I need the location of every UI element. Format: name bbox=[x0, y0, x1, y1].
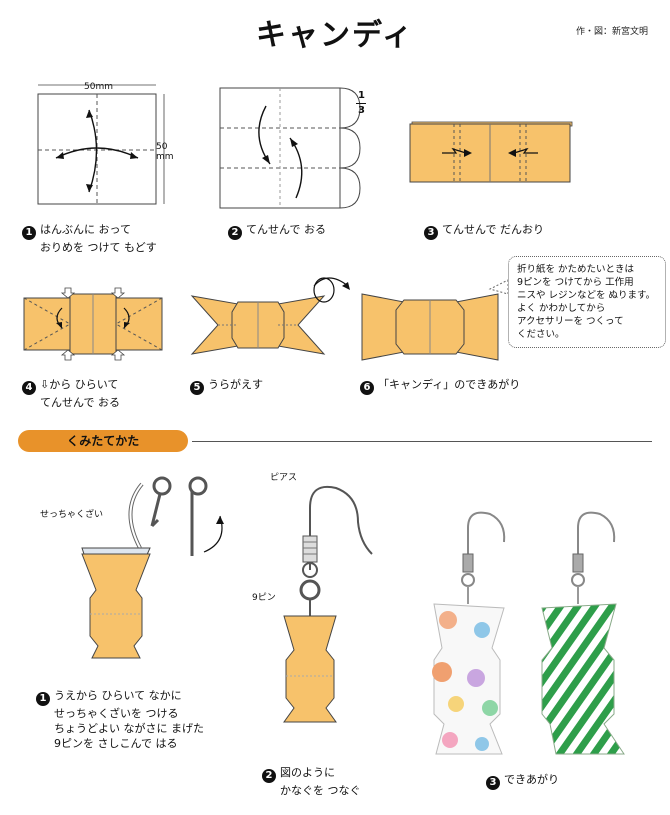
section-divider bbox=[192, 441, 652, 442]
step-6-diagram bbox=[361, 293, 499, 361]
pierce-label: ピアス bbox=[270, 473, 298, 483]
step-number: 5 bbox=[190, 381, 204, 395]
tip-line: アクセサリーを つくって bbox=[517, 316, 624, 327]
assembly-3-caption: 3 できあがり bbox=[486, 772, 559, 790]
tip-pointer bbox=[488, 279, 509, 295]
height-unit-label: mm bbox=[156, 152, 174, 162]
tip-line: よく かわかしてから bbox=[517, 303, 606, 314]
credit: 作・図：新宮文明 bbox=[575, 27, 648, 37]
caption-line: 図のように bbox=[280, 766, 335, 779]
step-number: 3 bbox=[486, 776, 500, 790]
step-5-diagram bbox=[190, 277, 350, 355]
step-4-caption: 4 ⇩から ひらいて てんせんで おる bbox=[22, 377, 120, 410]
step-2-caption: 2 てんせんで おる bbox=[228, 222, 326, 240]
fraction-denominator: 3 bbox=[358, 105, 365, 116]
assembly-1-caption: 1 うえから ひらいて なかに せっちゃくざいを つける ちょうどよい ながさに … bbox=[36, 688, 204, 751]
caption-line: うらがえす bbox=[208, 378, 263, 391]
tip-note: 折り紙を かためたいときは 9ピンを つけてから 工作用 ニスや レジンなどを … bbox=[508, 256, 666, 348]
caption-line: かなぐを つなぐ bbox=[280, 784, 361, 797]
step-3-caption: 3 てんせんで だんおり bbox=[424, 222, 544, 240]
step-2-diagram bbox=[219, 87, 361, 209]
caption-line: てんせんで おる bbox=[246, 223, 326, 236]
caption-line: てんせんで おる bbox=[40, 396, 120, 409]
tip-line: 折り紙を かためたいときは bbox=[517, 264, 635, 275]
caption-line: おりめを つけて もどす bbox=[40, 241, 157, 254]
height-label: 50 bbox=[156, 142, 168, 152]
pin-label: 9ピン bbox=[252, 593, 276, 603]
tip-line: 9ピンを つけてから 工作用 bbox=[517, 277, 634, 288]
step-number: 2 bbox=[262, 769, 276, 783]
caption-line: せっちゃくざいを つける bbox=[54, 707, 179, 720]
step-1-diagram bbox=[37, 84, 165, 205]
step-number: 2 bbox=[228, 226, 242, 240]
width-label: 50mm bbox=[84, 82, 113, 92]
step-6-caption: 6 「キャンディ」のできあがり bbox=[360, 377, 520, 395]
caption-line: はんぶんに おって bbox=[40, 223, 131, 236]
step-3-diagram bbox=[409, 121, 573, 183]
step-1-caption: 1 はんぶんに おって おりめを つけて もどす bbox=[22, 222, 157, 255]
page-title: キャンディ bbox=[256, 18, 414, 53]
step-number: 3 bbox=[424, 226, 438, 240]
caption-line: うえから ひらいて なかに bbox=[54, 689, 182, 702]
glue-label: せっちゃくざい bbox=[40, 510, 104, 520]
step-5-caption: 5 うらがえす bbox=[190, 377, 263, 395]
step-4-diagram bbox=[23, 287, 163, 361]
fraction-numerator: 1 bbox=[358, 90, 365, 101]
assembly-1-diagram bbox=[81, 476, 224, 659]
step-number: 6 bbox=[360, 381, 374, 395]
step-number: 1 bbox=[36, 692, 50, 706]
caption-line: てんせんで だんおり bbox=[442, 223, 544, 236]
step-number: 1 bbox=[22, 226, 36, 240]
caption-line: ⇩から ひらいて bbox=[40, 378, 119, 391]
tip-line: ニスや レジンなどを ぬります。 bbox=[517, 290, 656, 301]
section-header: くみたてかた bbox=[18, 430, 188, 452]
tip-line: ください。 bbox=[517, 329, 565, 340]
caption-line: ちょうどよい ながさに まげた bbox=[54, 722, 204, 735]
caption-line: 9ピンを さしこんで はる bbox=[54, 737, 178, 750]
assembly-2-diagram bbox=[283, 486, 373, 723]
caption-line: 「キャンディ」のできあがり bbox=[378, 378, 521, 391]
earrings-photo bbox=[432, 511, 625, 755]
assembly-2-caption: 2 図のように かなぐを つなぐ bbox=[262, 765, 361, 798]
fraction-bar bbox=[356, 103, 366, 104]
caption-line: できあがり bbox=[504, 773, 559, 786]
step-number: 4 bbox=[22, 381, 36, 395]
